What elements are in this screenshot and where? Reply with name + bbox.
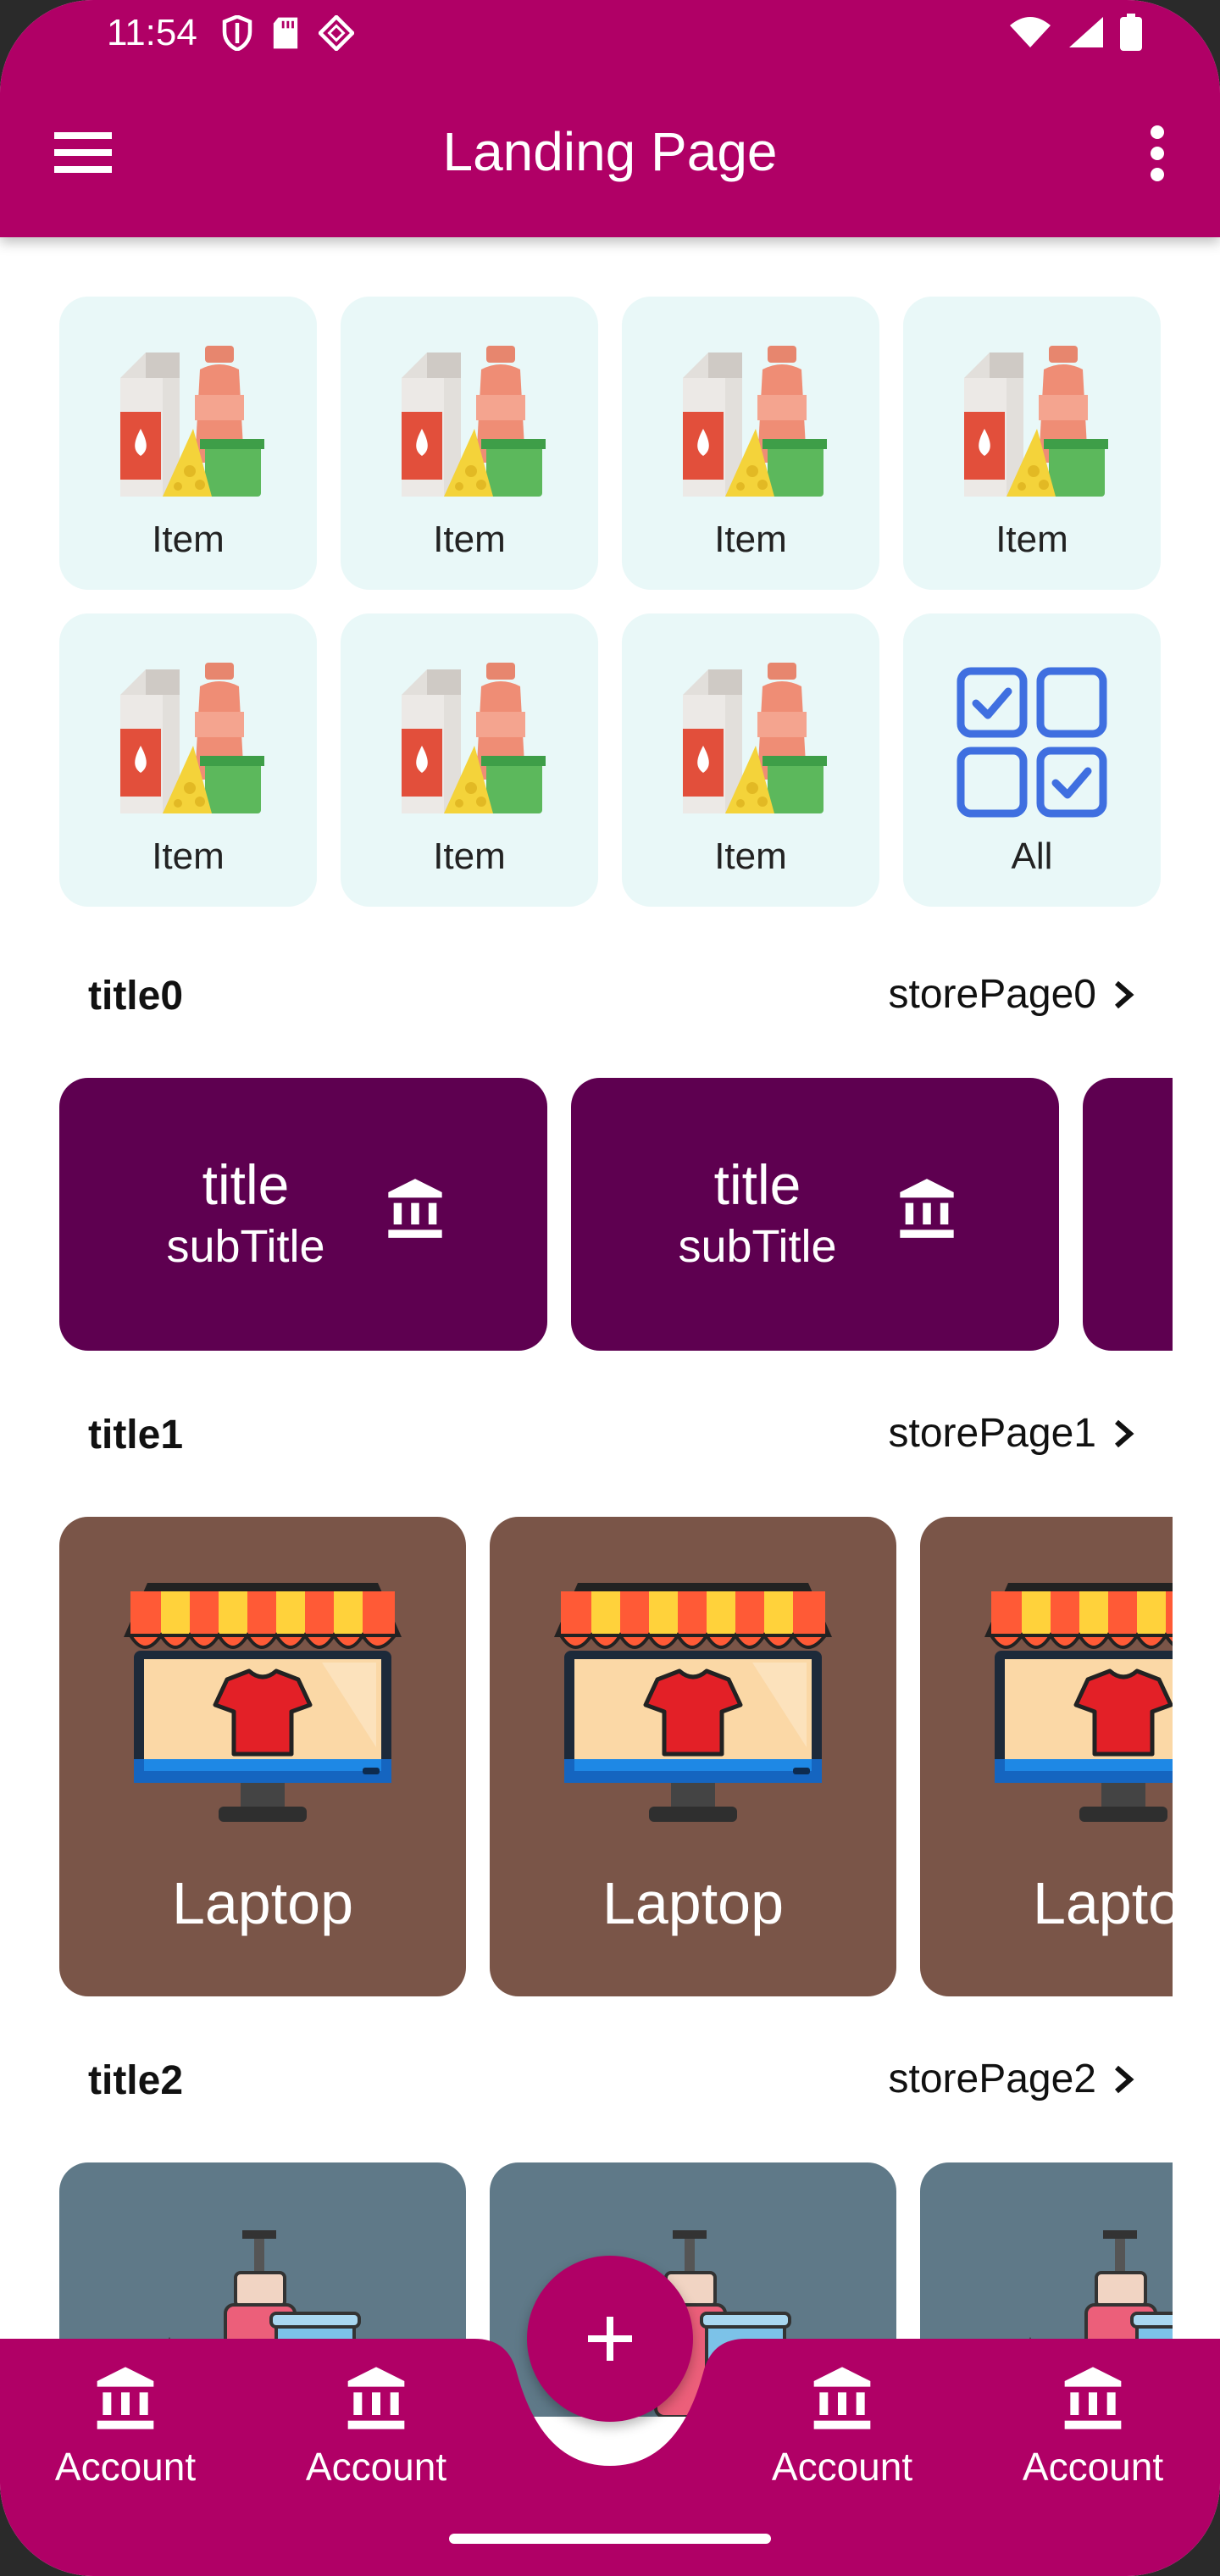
all-grid-icon xyxy=(956,666,1108,819)
section-title: title2 xyxy=(88,2058,184,2103)
bank-icon xyxy=(808,2364,876,2432)
nav-label: Account xyxy=(305,2445,447,2489)
store-row: Laptop Laptop Laptop xyxy=(59,1517,1173,1996)
section-link-label: storePage2 xyxy=(888,2057,1096,2101)
status-time: 11:54 xyxy=(107,12,197,53)
section-link-label: storePage1 xyxy=(888,1411,1096,1456)
nav-item-account[interactable]: Account xyxy=(991,2364,1195,2500)
battery-icon xyxy=(1120,14,1142,51)
more-vertical-icon[interactable] xyxy=(1140,124,1174,183)
nav-item-account[interactable]: Account xyxy=(740,2364,944,2500)
category-tile[interactable]: Item xyxy=(341,613,598,907)
menu-icon[interactable] xyxy=(51,127,115,178)
plus-icon xyxy=(588,2317,632,2361)
category-tile[interactable]: Item xyxy=(341,297,598,590)
sd-card-icon xyxy=(273,17,298,49)
category-label: Item xyxy=(714,836,787,877)
app-bar: 11:54 xyxy=(0,0,1220,237)
home-indicator[interactable] xyxy=(449,2534,771,2544)
section-title: title0 xyxy=(88,974,184,1019)
category-label: Item xyxy=(433,836,506,877)
store-label: Laptop xyxy=(171,1870,354,1936)
category-tile[interactable]: Item xyxy=(622,297,879,590)
shield-icon xyxy=(222,15,252,51)
bank-icon xyxy=(92,2364,159,2432)
chevron-right-icon xyxy=(1115,980,1134,1008)
category-tile[interactable]: Item xyxy=(59,613,317,907)
groceries-icon xyxy=(674,344,827,505)
store-label: Laptop xyxy=(1032,1870,1173,1936)
bank-icon xyxy=(342,2364,410,2432)
category-label: Item xyxy=(433,519,506,560)
category-label: Item xyxy=(152,836,225,877)
category-tile[interactable]: Item xyxy=(622,613,879,907)
category-tile[interactable]: Item xyxy=(903,297,1161,590)
signal-icon xyxy=(1069,17,1103,47)
promo-subtitle: subTitle xyxy=(166,1221,325,1272)
promo-card[interactable]: title subTitle xyxy=(59,1078,547,1351)
promo-card[interactable]: title subTitle xyxy=(571,1078,1059,1351)
bank-icon xyxy=(383,1176,447,1241)
groceries-icon xyxy=(674,661,827,822)
store-card[interactable]: Laptop xyxy=(490,1517,896,1996)
section-link[interactable]: storePage2 xyxy=(888,2056,1135,2102)
promo-title: title xyxy=(713,1153,801,1216)
section-header: title2 storePage2 xyxy=(88,2049,1135,2108)
groceries-icon xyxy=(112,344,264,505)
category-label: Item xyxy=(714,519,787,560)
section-link[interactable]: storePage1 xyxy=(888,1410,1135,1457)
add-button[interactable] xyxy=(527,2256,693,2422)
bottom-nav xyxy=(0,2339,1220,2576)
wifi-icon xyxy=(1010,17,1051,47)
category-label: Item xyxy=(995,519,1068,560)
status-right-icons xyxy=(1008,14,1142,51)
groceries-icon xyxy=(112,661,264,822)
store-label: Laptop xyxy=(602,1870,785,1936)
bank-icon xyxy=(1059,2364,1127,2432)
promo-card[interactable] xyxy=(1083,1078,1173,1351)
store-card[interactable]: Laptop xyxy=(920,1517,1173,1996)
promo-subtitle: subTitle xyxy=(678,1221,837,1272)
online-store-icon xyxy=(552,1578,834,1824)
groceries-icon xyxy=(393,661,546,822)
promo-title: title xyxy=(202,1153,290,1216)
nav-item-account[interactable]: Account xyxy=(274,2364,478,2500)
online-store-icon xyxy=(983,1578,1173,1824)
category-label: All xyxy=(1011,836,1053,877)
nav-label: Account xyxy=(771,2445,913,2489)
status-left-icons xyxy=(222,15,354,51)
section-link[interactable]: storePage0 xyxy=(888,971,1135,1018)
groceries-icon xyxy=(956,344,1108,505)
chevron-right-icon xyxy=(1115,1419,1134,1447)
section-title: title1 xyxy=(88,1413,184,1457)
category-label: Item xyxy=(152,519,225,560)
nav-item-account[interactable]: Account xyxy=(24,2364,227,2500)
page-title: Landing Page xyxy=(442,121,778,182)
category-tile-all[interactable]: All xyxy=(903,613,1161,907)
store-card[interactable]: Laptop xyxy=(59,1517,466,1996)
section-header: title1 storePage1 xyxy=(88,1403,1135,1463)
category-tile[interactable]: Item xyxy=(59,297,317,590)
online-store-icon xyxy=(122,1578,403,1824)
section-header: title0 storePage0 xyxy=(88,964,1135,1024)
chevron-right-icon xyxy=(1115,2065,1134,2093)
nav-label: Account xyxy=(54,2445,197,2489)
groceries-icon xyxy=(393,344,546,505)
bank-icon xyxy=(895,1176,959,1241)
promo-row: title subTitle title subTitle xyxy=(59,1078,1173,1351)
category-grid: Item Item Item Item Item Item Item All xyxy=(59,297,1161,907)
diamond-icon xyxy=(319,15,354,51)
nav-label: Account xyxy=(1022,2445,1164,2489)
section-link-label: storePage0 xyxy=(888,972,1096,1017)
